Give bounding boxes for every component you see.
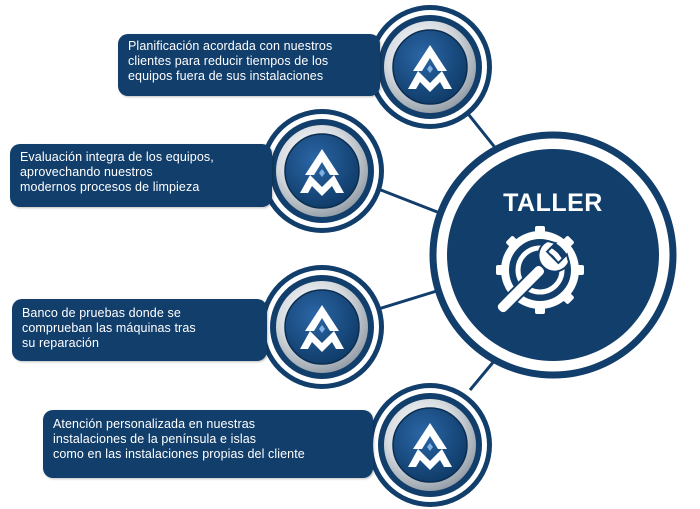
item-card-evaluacion: Evaluación integra de los equipos, aprov… xyxy=(10,144,272,207)
item-text-line: su reparación xyxy=(22,336,100,350)
item-text-line: aprovechando nuestros xyxy=(20,165,153,179)
am-logo-icon xyxy=(259,108,385,234)
item-text-line: comprueban las máquinas tras xyxy=(22,321,196,335)
am-logo-icon xyxy=(367,4,493,130)
item-text-line: modernos procesos de limpieza xyxy=(20,180,200,194)
am-logo-icon xyxy=(259,264,385,390)
item-text-line: equipos fuera de sus instalaciones xyxy=(128,69,324,83)
item-card-atencion: Atención personalizada en nuestras insta… xyxy=(43,410,373,478)
item-card-planificacion: Planificación acordada con nuestros clie… xyxy=(118,34,380,96)
item-card-banco-pruebas: Banco de pruebas donde se comprueban las… xyxy=(12,299,267,361)
gear-wrench-icon xyxy=(495,226,584,315)
item-text-line: Evaluación integra de los equipos, xyxy=(20,150,214,164)
item-text-line: instalaciones de la península e islas xyxy=(53,432,257,446)
item-text-line: Banco de pruebas donde se xyxy=(22,306,181,320)
hub-title: TALLER xyxy=(503,189,603,217)
item-text-line: clientes para reducir tiempos de los xyxy=(128,54,329,68)
item-text-line: como en las instalaciones propias del cl… xyxy=(53,447,305,461)
item-text-line: Atención personalizada en nuestras xyxy=(53,417,256,431)
connector-3 xyxy=(374,288,441,312)
item-text-line: Planificación acordada con nuestros xyxy=(128,39,333,53)
am-logo-icon xyxy=(367,382,493,508)
